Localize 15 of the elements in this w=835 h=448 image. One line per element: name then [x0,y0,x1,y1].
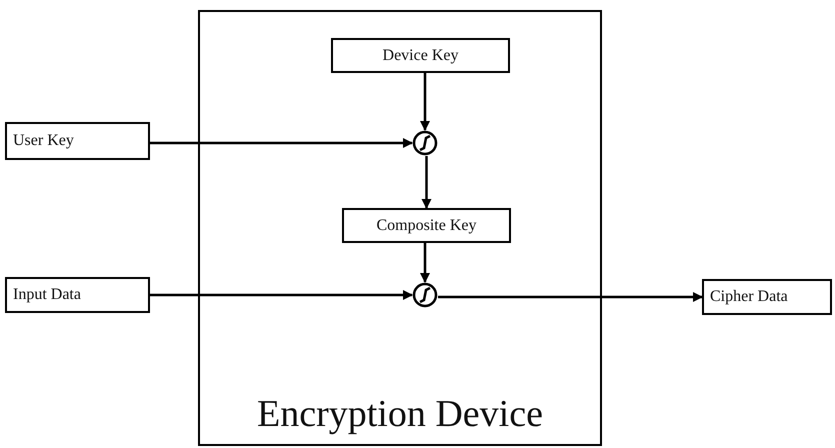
process-box: Composite Key [342,208,511,243]
function-circle [412,282,438,308]
arrow [150,290,413,300]
arrow [438,292,703,302]
function-circle [412,130,438,156]
arrow [420,243,430,283]
device-frame [198,10,602,446]
process-box: Cipher Data [702,279,832,315]
process-box: User Key [5,122,150,160]
process-box: Input Data [5,277,150,313]
arrow [420,73,430,131]
process-box: Device Key [331,38,510,73]
arrow [422,156,432,209]
arrow [150,138,413,148]
device-title: Encryption Device [257,392,543,436]
